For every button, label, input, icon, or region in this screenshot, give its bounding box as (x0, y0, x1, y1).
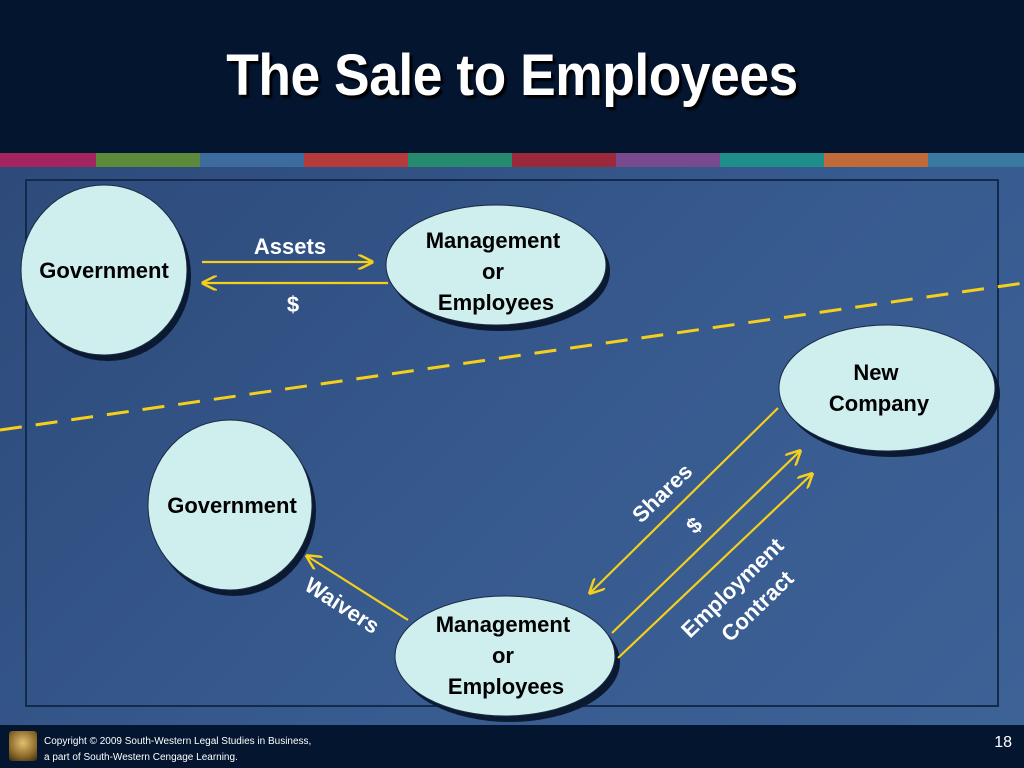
node-management-top: Management or Employees (385, 204, 610, 331)
color-stripe (720, 153, 824, 167)
publisher-logo (9, 731, 37, 761)
money-label-bottom: $ (681, 512, 707, 538)
node-label-line: Employees (448, 674, 564, 699)
node-label: Government (167, 493, 297, 518)
waivers-label: Waivers (300, 572, 384, 638)
node-label-multiline: New Company (829, 360, 930, 416)
color-stripe (304, 153, 408, 167)
slide-footer (0, 725, 1024, 768)
node-label-line: or (492, 643, 514, 668)
color-stripe (512, 153, 616, 167)
employment-arrow (617, 474, 812, 659)
money-label: $ (287, 292, 299, 317)
color-stripe (200, 153, 304, 167)
node-label-multiline: Management or Employees (426, 228, 567, 315)
color-stripe (96, 153, 200, 167)
node-label-line: Management (426, 228, 561, 253)
node-label-line: Management (436, 612, 571, 637)
node-label-multiline: Management or Employees (436, 612, 577, 699)
copyright-line-2: a part of South-Western Cengage Learning… (44, 752, 238, 763)
scenario-divider (0, 281, 1024, 432)
node-label-line: Company (829, 391, 930, 416)
node-label-line: Employees (438, 290, 554, 315)
color-stripe (0, 153, 96, 167)
waivers-arrow (307, 556, 409, 621)
copyright-line-1: Copyright © 2009 South-Western Legal Stu… (44, 736, 312, 747)
color-stripe (824, 153, 928, 167)
color-stripe (928, 153, 1024, 167)
assets-label: Assets (254, 234, 326, 259)
node-new-company: New Company (778, 324, 1000, 457)
page-number: 18 (994, 734, 1012, 751)
node-label-line: or (482, 259, 504, 284)
slide-header: The Sale to Employees (0, 0, 1024, 153)
node-management-bottom: Management or Employees (394, 595, 620, 722)
node-government-bottom: Government (147, 419, 316, 596)
color-stripe (616, 153, 720, 167)
slide-title: The Sale to Employees (226, 43, 798, 108)
node-label-line: New (853, 360, 899, 385)
node-label: Government (39, 258, 169, 283)
color-stripe-bar (0, 153, 1024, 167)
shares-arrow (590, 407, 779, 593)
money-arrow-bottom (611, 451, 800, 634)
node-government-top: Government (20, 184, 191, 361)
color-stripe (408, 153, 512, 167)
